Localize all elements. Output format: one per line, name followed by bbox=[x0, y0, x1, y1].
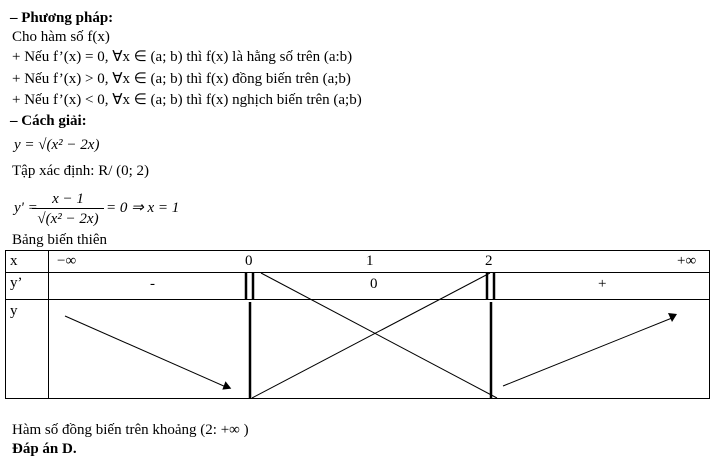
conclusion: Hàm số đồng biến trên khoảng (2: +∞ ) bbox=[12, 422, 249, 438]
x-value: 0 bbox=[245, 253, 253, 269]
cross-line bbox=[251, 272, 491, 399]
row-label-yprime: y’ bbox=[10, 275, 23, 291]
derivative-fraction: x − 1 √(x² − 2x) bbox=[32, 190, 104, 229]
method-heading: – Phương pháp: bbox=[10, 10, 114, 26]
x-value: +∞ bbox=[677, 253, 697, 269]
derivative-lhs: y' = bbox=[14, 200, 38, 216]
method-line: + Nếu f’(x) < 0, ∀x ∈ (a; b) thì f(x) ng… bbox=[12, 92, 362, 108]
table-title: Bảng biến thiên bbox=[12, 232, 107, 248]
solution-heading: – Cách giải: bbox=[10, 113, 87, 129]
domain-line: Tập xác định: R/ (0; 2) bbox=[12, 163, 150, 179]
table-border bbox=[5, 250, 710, 399]
x-value: 2 bbox=[485, 253, 493, 269]
derivative-rhs: = 0 ⇒ x = 1 bbox=[106, 200, 180, 216]
arrowhead-icon bbox=[222, 381, 232, 390]
arrowhead-icon bbox=[668, 313, 677, 322]
row-label-y: y bbox=[10, 303, 18, 319]
method-line: Cho hàm số f(x) bbox=[12, 29, 110, 45]
method-line: + Nếu f’(x) = 0, ∀x ∈ (a; b) thì f(x) là… bbox=[12, 49, 353, 65]
yprime-value: 0 bbox=[370, 276, 378, 292]
function-equation: y = √(x² − 2x) bbox=[14, 137, 100, 153]
yprime-sign: - bbox=[150, 276, 155, 292]
x-value: 1 bbox=[366, 253, 374, 269]
x-value: −∞ bbox=[57, 253, 77, 269]
decreasing-arrow bbox=[64, 315, 227, 388]
answer: Đáp án D. bbox=[12, 441, 77, 457]
derivative-denominator: √(x² − 2x) bbox=[32, 208, 104, 229]
method-line: + Nếu f’(x) > 0, ∀x ∈ (a; b) thì f(x) đồ… bbox=[12, 71, 351, 87]
increasing-arrow bbox=[502, 317, 673, 387]
cross-line bbox=[260, 272, 498, 399]
yprime-sign: + bbox=[598, 276, 607, 292]
row-label-x: x bbox=[10, 253, 18, 269]
derivative-numerator: x − 1 bbox=[52, 191, 84, 207]
